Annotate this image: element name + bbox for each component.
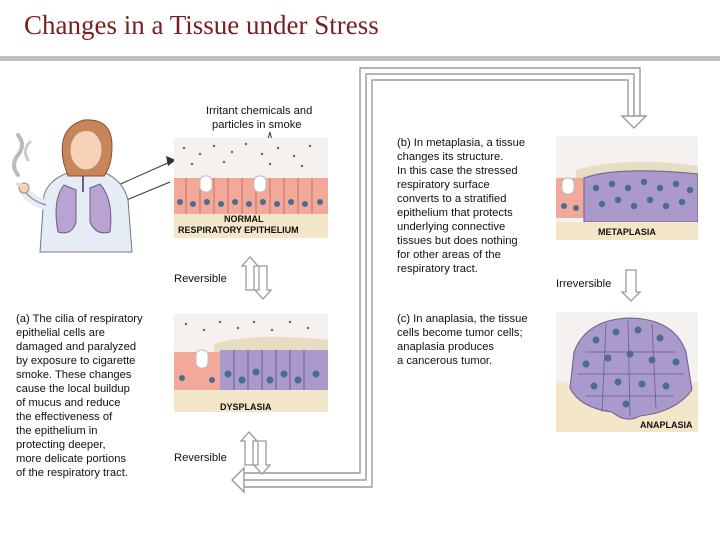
irreversible-label: Irreversible [556,278,612,290]
caption-c-line: anaplasia produces [397,341,495,353]
irreversible-down-arrow [620,269,642,302]
caption-c-line: a cancerous tumor. [397,355,493,367]
caption-b-line: epithelium that protects [397,207,513,219]
smoke-particles [182,142,312,168]
caption-b-line: underlying connective [397,221,506,233]
normal-label-sub: RESPIRATORY EPITHELIUM [178,225,299,235]
caption-a-line: protecting deeper, [16,439,106,451]
caption-a-line: damaged and paralyzed [16,341,137,353]
anaplasia-panel [556,312,698,432]
caption-b-line: changes its structure. [397,151,504,163]
caption-b-line: tissues but does nothing [397,235,518,247]
caption-b-line: for other areas of the [397,249,501,261]
pointer-arrowhead [166,156,176,166]
caption-a-line: the effectiveness of [16,411,113,423]
caption-a-line: more delicate portions [16,453,127,465]
dysplasia-panel [174,314,328,412]
caption-b-line: converts to a stratified [397,193,507,205]
irritant-label-line-1: Irritant chemicals and [206,105,313,117]
caption-a-line: cause the local buildup [16,383,130,395]
caption-a-line: (a) The cilia of respiratory [16,313,143,325]
reversible-label-top: Reversible [174,273,227,285]
caption-c-line: cells become tumor cells; [397,327,523,339]
metaplasia-panel [556,136,698,240]
dysplasia-label: DYSPLASIA [220,402,272,412]
caption-a-line: smoke. These changes [16,369,132,381]
reversible-label-bottom: Reversible [174,452,227,464]
reversible-down-arrow [253,265,273,300]
normal-epithelium-panel [174,138,328,238]
caption-c-line: (c) In anaplasia, the tissue [397,313,528,325]
caption-a-line: of the respiratory tract. [16,467,128,479]
caption-a-line: of mucus and reduce [16,397,121,409]
reversible-up-arrow [240,256,260,291]
anaplasia-label: ANAPLASIA [640,420,693,430]
page-title: Changes in a Tissue under Stress [24,10,379,40]
caption-a-line: the epithelium in [16,425,98,437]
caption-b-line: In this case the stressed [397,165,518,177]
title-divider [0,56,720,61]
caption-b-line: respiratory tract. [397,263,478,275]
caption-b-line: (b) In metaplasia, a tissue [397,137,526,149]
reversible-bottom-down-arrow [252,440,272,475]
metaplasia-label: METAPLASIA [598,227,656,237]
reversible-bottom-up-arrow [239,431,259,466]
caption-a-line: by exposure to cigarette [16,355,136,367]
irritant-label-line-2: particles in smoke [212,119,302,131]
arrow-head-metaplasia [620,115,648,129]
caption-b-line: respiratory surface [397,179,490,191]
arrow-head-dysplasia [231,466,245,494]
caption-a-line: epithelial cells are [16,327,105,339]
normal-label: NORMAL [224,214,264,224]
